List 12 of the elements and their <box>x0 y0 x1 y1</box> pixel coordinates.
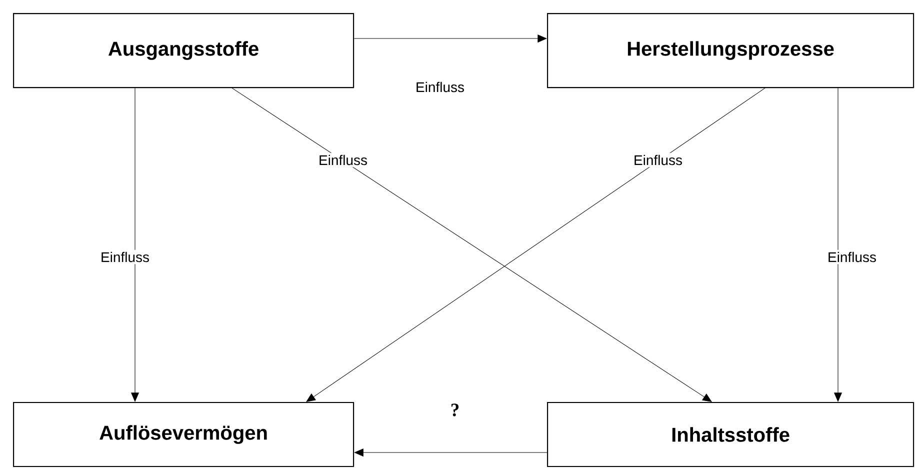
process-box: Ausgangsstoffe <box>13 13 354 88</box>
process-box: Inhaltsstoffe <box>547 402 914 468</box>
edge-label: Einfluss <box>98 250 152 264</box>
edge-label: ? <box>448 402 462 418</box>
arrow <box>306 88 766 402</box>
arrow <box>232 88 712 402</box>
edge-label: Einfluss <box>316 152 370 168</box>
edge-label: Einfluss <box>825 250 878 264</box>
process-box: Herstellungsprozesse <box>547 13 914 88</box>
edge-label: Einfluss <box>414 80 466 94</box>
edge-label: Einfluss <box>632 152 684 168</box>
process-box: Auflösevermögen <box>13 402 354 468</box>
